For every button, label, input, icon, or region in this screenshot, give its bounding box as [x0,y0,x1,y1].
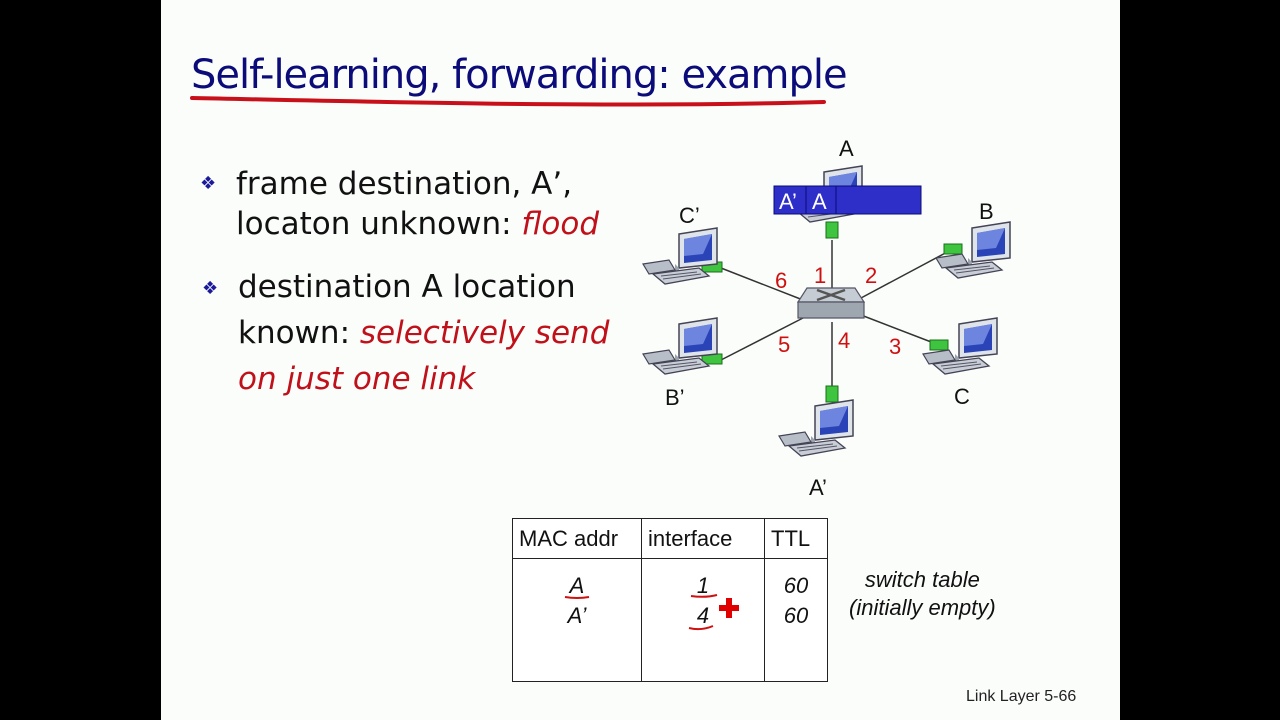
bullet-2-emphasis-2: on just one link [238,361,476,397]
bullet-1-line-2: locaton unknown: [236,206,522,242]
mac-entry-2: A’ [567,603,587,628]
bullet-1-line-1: frame destination, A’, [236,166,573,202]
port-2-label: 2 [865,263,877,288]
interface-entry-1: 1 [696,573,710,598]
mac-entry-1: A [569,573,585,598]
caption-line-2: (initially empty) [849,595,996,620]
host-c-prime-label: C’ [679,203,700,228]
ttl-entry-1: 60 [783,573,809,598]
port-3-label: 3 [889,334,901,359]
caption-line-1: switch table [864,567,980,592]
frame-dest-label: A’ [779,189,797,214]
plus-icon [719,598,739,618]
frame-src-label: A [812,189,827,214]
switch-table: MAC addr interface TTL A A’ 1 4 60 60 [512,518,828,682]
host-b-label: B [979,199,994,224]
title-underline [190,96,826,107]
host-a-label: A [839,136,854,161]
switch-table-caption: switch table (initially empty) [849,566,996,622]
bullet-1: ❖ frame destination, A’, locaton unknown… [200,164,600,244]
interface-entry-2: 4 [696,603,710,628]
header-ttl: TTL [764,518,828,559]
slide: Self-learning, forwarding: example ❖ fra… [161,0,1120,720]
slide-footer: Link Layer 5-66 [966,688,1077,705]
right-margin [1120,0,1280,720]
host-a-prime-label: A’ [809,475,827,500]
slide-title: Self-learning, forwarding: example [191,52,848,98]
host-c-label: C [954,384,970,409]
port-4-label: 4 [838,328,850,353]
bullet-2-emphasis-1: selectively send [359,315,610,351]
bullet-2: ❖ destination A location known: selectiv… [202,264,610,402]
bullet-marker-icon: ❖ [202,278,219,299]
network-diagram: A’ A A B C A’ B’ C’ 1 2 3 4 5 6 [642,136,1011,500]
bullet-2-line-1: destination A location [238,269,576,305]
host-b-prime-label: B’ [665,385,685,410]
switch-icon [796,287,866,319]
bullet-1-emphasis: flood [521,206,600,242]
port-connectors [701,221,963,403]
ttl-column: 60 60 [764,558,828,682]
port-6-label: 6 [775,268,787,293]
interface-column: 1 4 [641,558,765,682]
ttl-entry-2: 60 [783,603,809,628]
port-1-label: 1 [814,263,826,288]
port-5-label: 5 [778,332,790,357]
annotation-marks [564,594,739,631]
bullet-marker-icon: ❖ [200,173,217,194]
frame-packet: A’ A [773,185,922,215]
bullet-2-line-2: known: [238,315,360,351]
